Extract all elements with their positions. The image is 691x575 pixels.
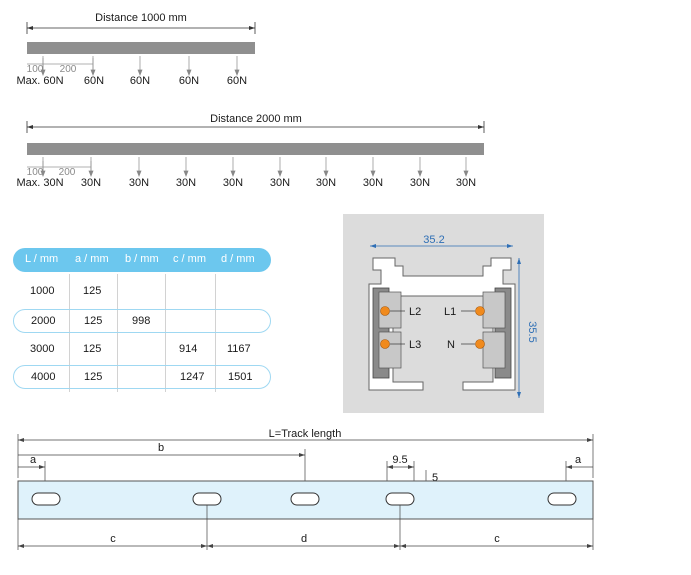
load2-label-5: 30N — [270, 177, 290, 189]
table-row: 4000 125 1247 1501 — [13, 365, 271, 389]
cell: 998 — [132, 315, 151, 327]
conductor-l1: L1 — [444, 306, 456, 318]
table-row: 1000 125 — [13, 280, 271, 304]
header-b: b / mm — [125, 253, 159, 265]
load2-rail — [27, 143, 484, 155]
header-a: a / mm — [75, 253, 109, 265]
load2-label-6: 30N — [316, 177, 336, 189]
cell: 1167 — [227, 343, 251, 355]
table-row: 2000 125 998 — [13, 309, 271, 333]
table-header: L / mm a / mm b / mm c / mm d / mm — [13, 248, 271, 272]
load1-label-0: Max. 60N — [16, 75, 63, 87]
load1-dim-200: 200 — [60, 64, 77, 75]
column-divider — [165, 274, 166, 392]
cell: 2000 — [31, 315, 56, 327]
load2-dim-200: 200 — [59, 167, 76, 178]
profile-drawing: 35.2 35.5 — [368, 234, 538, 398]
cell: 1247 — [180, 371, 205, 383]
load2-label-4: 30N — [223, 177, 243, 189]
load2-label-3: 30N — [176, 177, 196, 189]
load2-label-9: 30N — [456, 177, 476, 189]
track-profile-section: 35.2 35.5 — [343, 214, 544, 413]
column-divider — [215, 274, 216, 392]
load1-title: Distance 1000 mm — [95, 12, 187, 24]
conductor-l2: L2 — [409, 306, 421, 318]
profile-width-label: 35.2 — [423, 234, 444, 246]
load2-label-0: Max. 30N — [16, 177, 63, 189]
load2-label-2: 30N — [129, 177, 149, 189]
profile-height-label: 35.5 — [526, 321, 538, 342]
cell: 4000 — [31, 371, 56, 383]
cell: 914 — [179, 343, 198, 355]
load2-label-7: 30N — [363, 177, 383, 189]
load1-rail — [27, 42, 255, 54]
cell: 125 — [84, 315, 103, 327]
load1-label-4: 60N — [227, 75, 247, 87]
track-dimensions-table: L / mm a / mm b / mm c / mm d / mm 1000 … — [13, 248, 271, 392]
conductor-n: N — [447, 339, 455, 351]
table-row: 3000 125 914 1167 — [13, 338, 271, 362]
cell: 125 — [83, 285, 102, 297]
load2-label-1: 30N — [81, 177, 101, 189]
load2-label-8: 30N — [410, 177, 430, 189]
header-l: L / mm — [25, 253, 59, 265]
conductor-l3: L3 — [409, 339, 421, 351]
load1-label-2: 60N — [130, 75, 150, 87]
header-c: c / mm — [173, 253, 206, 265]
cell: 125 — [83, 343, 102, 355]
cell: 1501 — [228, 371, 253, 383]
load2-title: Distance 2000 mm — [210, 113, 302, 125]
column-divider — [117, 274, 118, 392]
load1-label-1: 60N — [84, 75, 104, 87]
cell: 125 — [84, 371, 103, 383]
load1-dim-100: 100 — [27, 64, 44, 75]
cell: 1000 — [30, 285, 55, 297]
load2-dim-100: 100 — [27, 167, 44, 178]
cell: 3000 — [30, 343, 55, 355]
load1-label-3: 60N — [179, 75, 199, 87]
header-d: d / mm — [221, 253, 255, 265]
column-divider — [69, 274, 70, 392]
